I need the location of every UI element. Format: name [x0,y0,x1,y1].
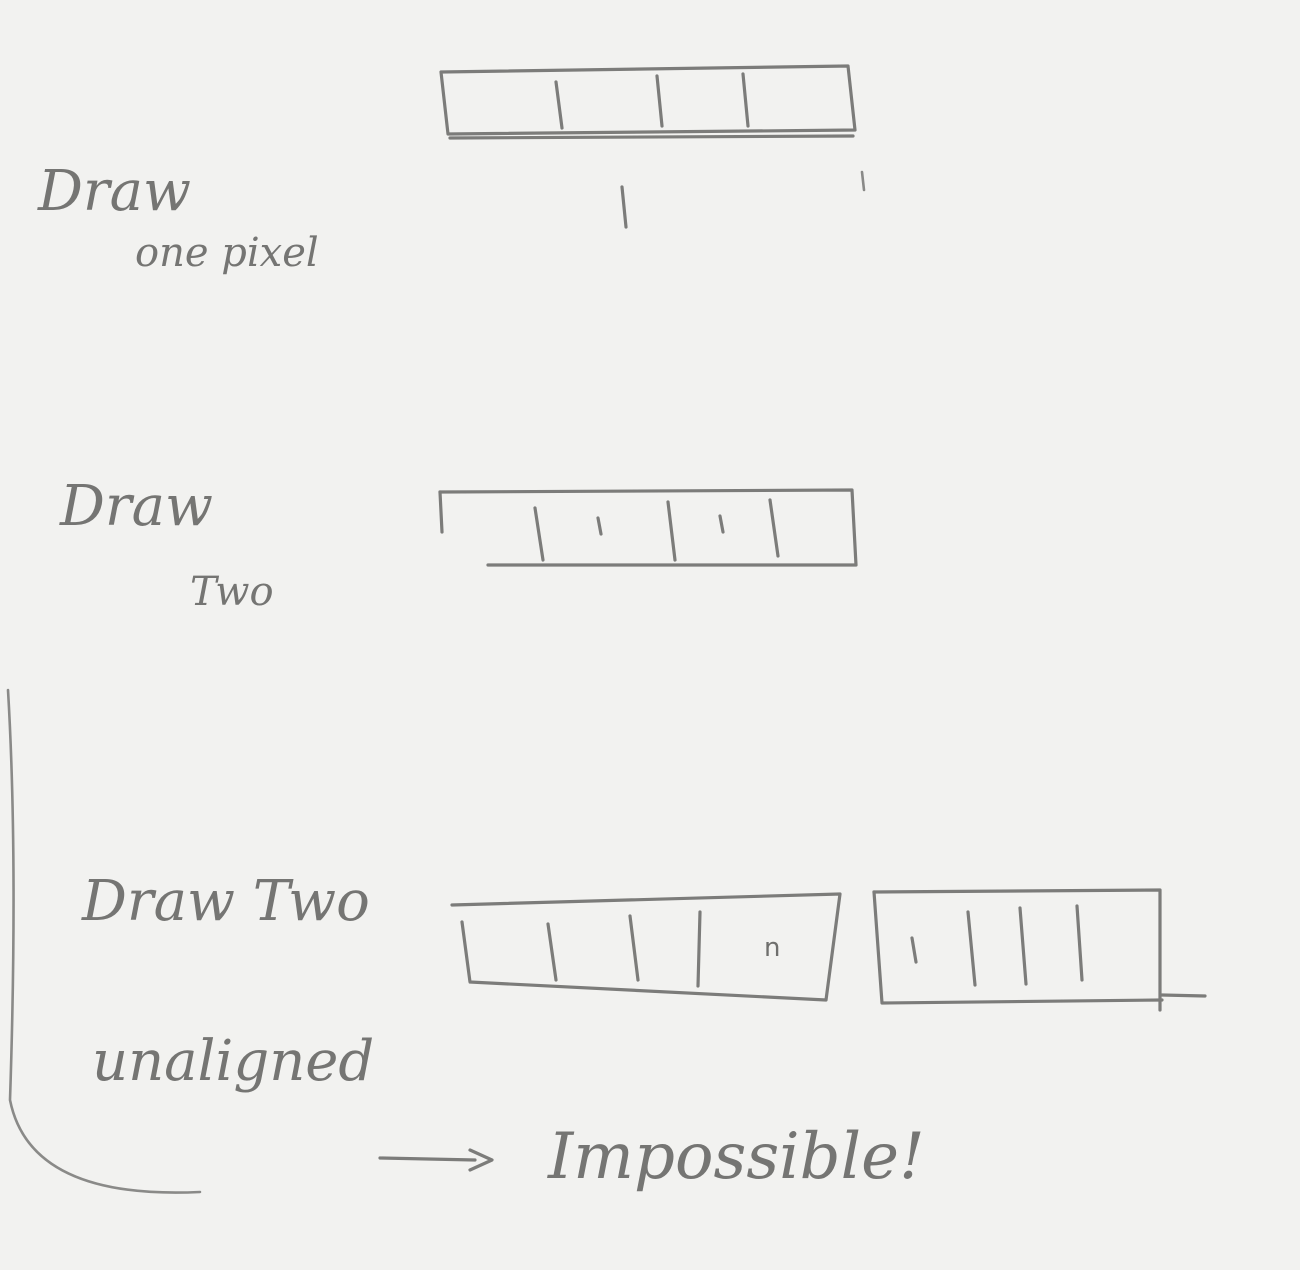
pixel-row-3-left: n [450,892,842,1002]
drawn-pixel-mark: n [764,933,780,963]
drawn-pixel-mark [596,516,603,536]
pixel-divider [696,910,702,988]
conclusion-arrow [378,1148,494,1172]
pixel-row-3-right [872,888,1207,1012]
pixel-divider [1075,904,1084,982]
drawn-pixel-mark [620,185,628,229]
pixel-divider [554,80,564,130]
section-1-label-line2: one pixel [135,230,319,276]
section-1-label-line1: Draw [37,159,191,224]
pixel-divider [533,506,545,562]
section-two-unaligned: Draw Two unaligned n Impossible! [81,869,1207,1194]
edge-tick [860,170,866,192]
pixel-divider [628,914,640,982]
pixel-divider [768,498,780,558]
section-3-label-line1: Draw Two [81,869,370,934]
section-2-label-line2: Two [190,569,274,615]
pixel-row-1 [439,64,866,229]
section-one-pixel: Draw one pixel [37,64,866,276]
pixel-divider [546,922,558,982]
pixel-divider [666,500,677,562]
section-two: Draw Two [59,474,858,615]
margin-curve [6,688,202,1194]
pixel-row-2 [438,488,858,567]
section-3-label-line2: unaligned [92,1029,374,1094]
section-2-label-line1: Draw [59,474,213,539]
pixel-divider [966,910,977,987]
conclusion-text: Impossible! [547,1120,925,1194]
drawn-pixel-mark [718,514,725,534]
pixel-divider [1018,906,1028,986]
drawn-pixel-mark [910,936,918,964]
pixel-divider [741,72,750,128]
pixel-divider [655,74,664,128]
